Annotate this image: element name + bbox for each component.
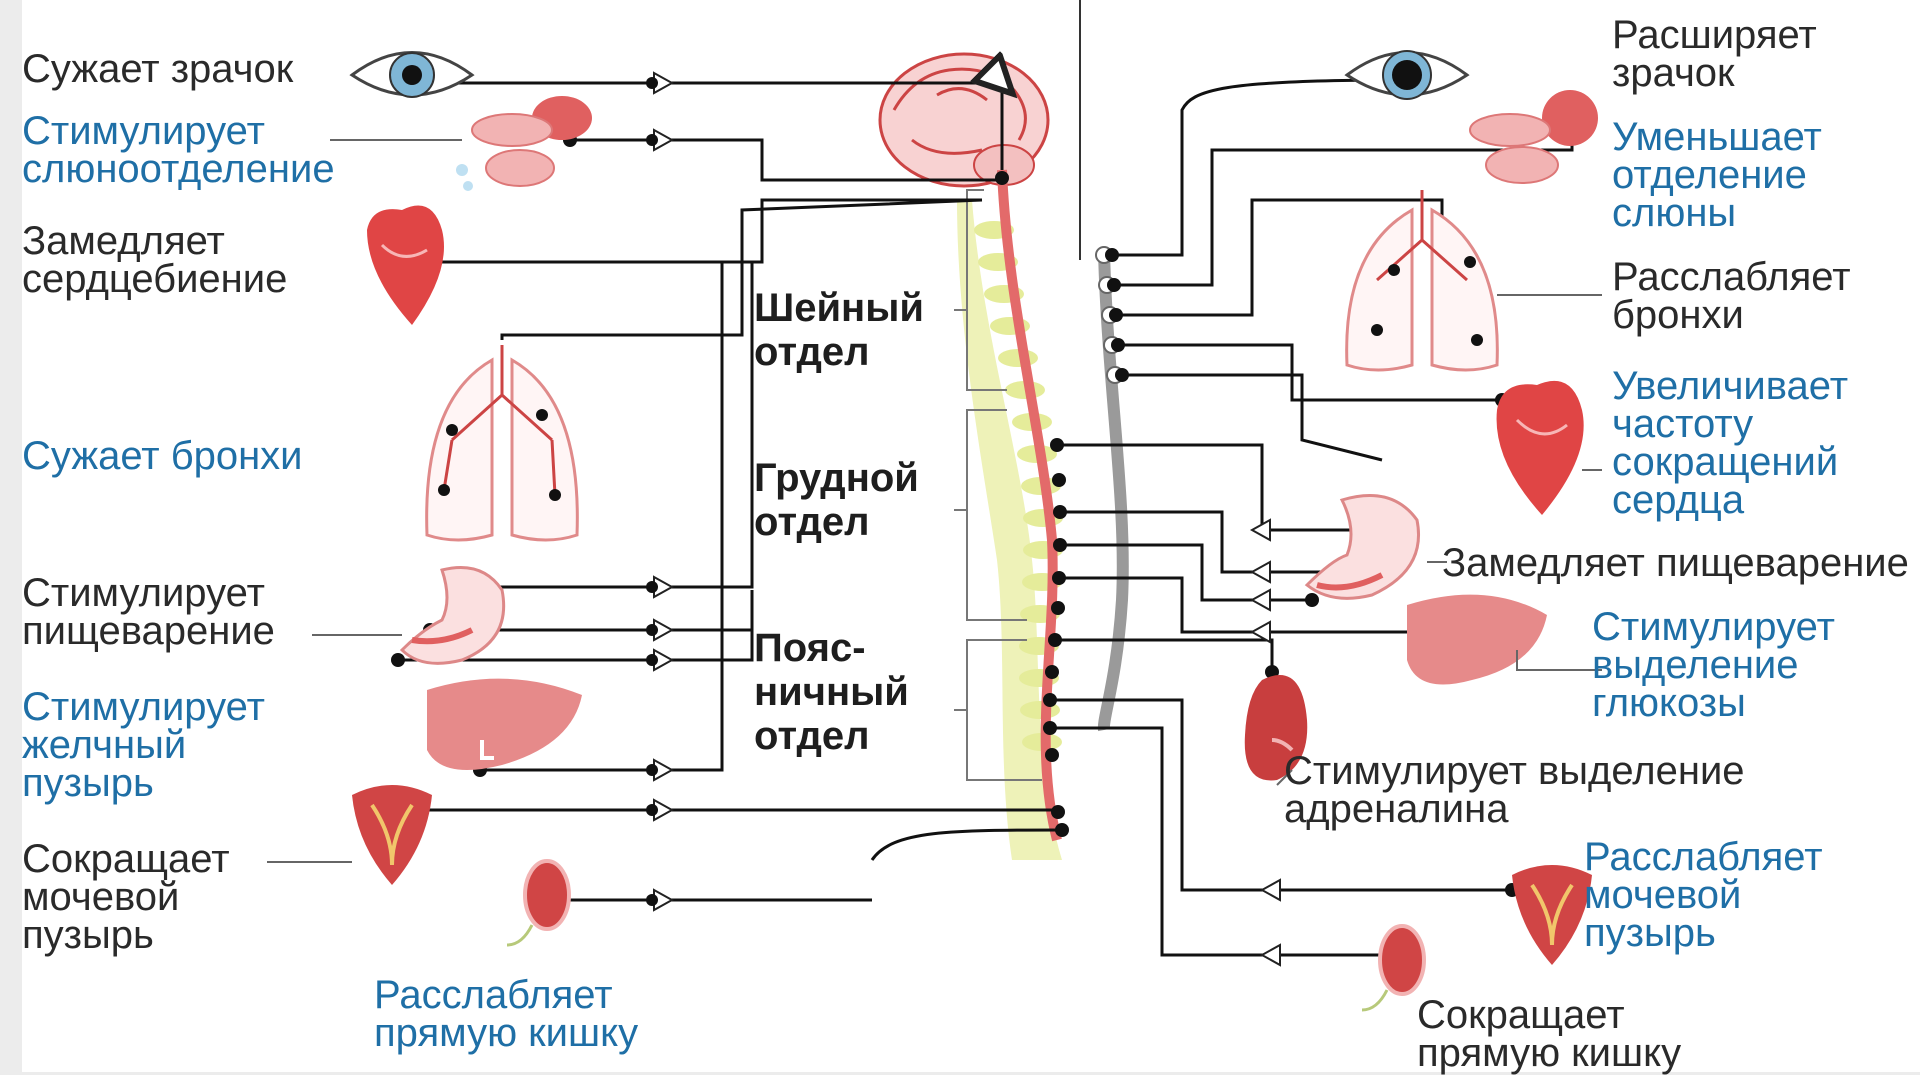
stomach-icon-left: [402, 568, 504, 664]
stomach-icon-right: [1307, 496, 1419, 599]
label-increases-heart-rate: Увеличивает частоту сокращений сердца: [1612, 367, 1848, 519]
eye-icon-left: [352, 53, 472, 98]
eye-icon-right: [1347, 51, 1467, 99]
lungs-icon-right: [1347, 190, 1498, 370]
label-stimulates-digestion: Стимулирует пищеварение: [22, 574, 275, 650]
parasympathetic-synapses: [654, 73, 672, 910]
label-contracts-bladder: Сокращает мочевой пузырь: [22, 840, 230, 954]
label-contracts-rectum: Сокращает прямую кишку: [1417, 996, 1681, 1072]
label-stimulates-glucose: Стимулирует выделение глюкозы: [1592, 608, 1835, 722]
label-thoracic-section: Грудной отдел: [754, 456, 919, 544]
label-relaxes-rectum: Расслабляет прямую кишку: [374, 976, 638, 1052]
heart-icon-left: [367, 206, 444, 326]
salivary-glands-icon-right: [1470, 90, 1598, 183]
bladder-icon-left: [352, 785, 432, 885]
brain-icon: [880, 54, 1048, 186]
label-stimulates-gallbladder: Стимулирует желчный пузырь: [22, 688, 265, 802]
label-cervical-section: Шейный отдел: [754, 286, 924, 374]
label-reduces-saliva: Уменьшает отделение слюны: [1612, 118, 1822, 232]
label-slows-heartbeat: Замедляет сердцебиение: [22, 222, 287, 298]
bladder-icon-right: [1512, 865, 1592, 965]
lungs-icon-left: [427, 345, 578, 540]
heart-icon-right: [1497, 381, 1584, 515]
label-relaxes-bronchi: Расслабляет бронхи: [1612, 258, 1851, 334]
label-slows-digestion: Замедляет пищеварение: [1442, 544, 1909, 582]
label-stimulates-adrenaline: Стимулирует выделение адреналина: [1284, 752, 1745, 828]
rectum-icon-right: [1362, 926, 1424, 1010]
liver-icon-left: [427, 679, 582, 770]
label-lumbar-section: Пояс- ничный отдел: [754, 626, 909, 758]
label-dilates-pupil: Расширяет зрачок: [1612, 16, 1817, 92]
label-constricts-pupil: Сужает зрачок: [22, 50, 293, 88]
diagram-canvas: Сужает зрачок Стимулирует слюноотделение…: [22, 0, 1920, 1072]
liver-icon-right: [1407, 595, 1547, 685]
label-relaxes-bladder: Расслабляет мочевой пузырь: [1584, 838, 1823, 952]
label-stimulates-salivation: Стимулирует слюноотделение: [22, 112, 335, 188]
label-constricts-bronchi: Сужает бронхи: [22, 437, 303, 475]
rectum-icon-left: [507, 861, 569, 945]
